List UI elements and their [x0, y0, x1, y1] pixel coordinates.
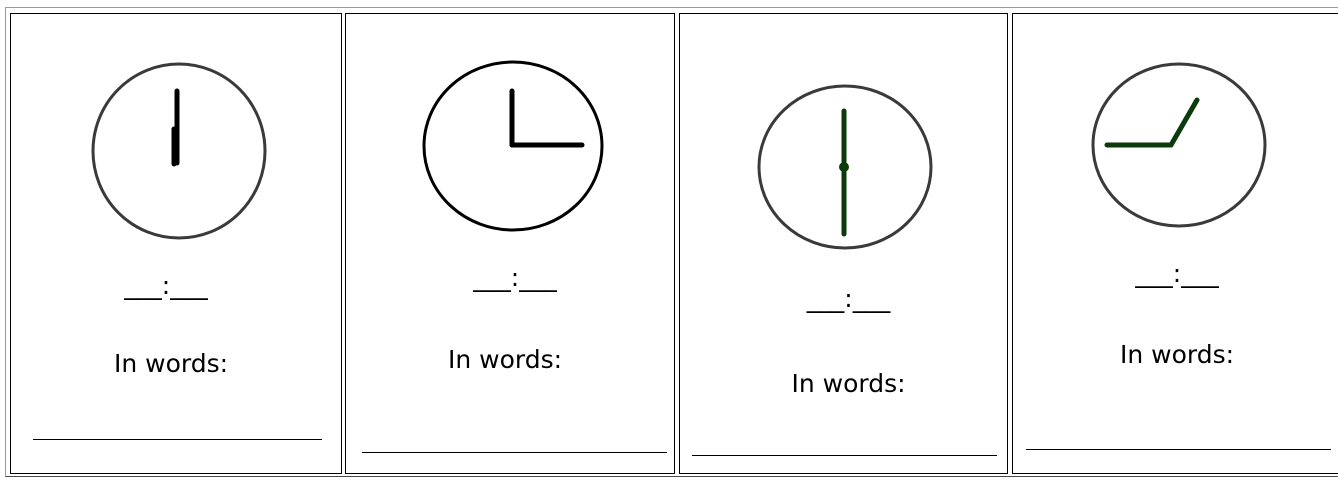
time-answer-blank[interactable]: ___:___ [1011, 259, 1338, 289]
clock-face-icon [346, 14, 676, 254]
in-words-label: In words: [336, 345, 674, 375]
words-answer-line[interactable] [1026, 449, 1331, 450]
words-answer-line[interactable] [692, 455, 997, 456]
clock-cell-2: ___:___ In words: [345, 13, 675, 474]
clock-center-pin [839, 162, 849, 172]
words-answer-line[interactable] [362, 452, 667, 453]
in-words-label: In words: [1011, 340, 1338, 370]
clock-cell-3: ___:___ In words: [679, 13, 1008, 474]
time-answer-blank[interactable]: ___:___ [356, 263, 674, 293]
clock-cell-4: ___:___ In words: [1012, 13, 1338, 474]
words-answer-line[interactable] [33, 439, 322, 440]
in-words-label: In words: [1, 349, 341, 379]
clock-minute-hand [1171, 100, 1197, 145]
clock-face-icon [11, 14, 343, 254]
clock-cell-1: ___:___ In words: [10, 13, 342, 474]
time-answer-blank[interactable]: ___:___ [0, 271, 341, 301]
clock-face-icon [680, 14, 1009, 274]
clock-face-icon [1013, 14, 1338, 254]
time-answer-blank[interactable]: ___:___ [690, 284, 1007, 314]
in-words-label: In words: [690, 369, 1007, 399]
